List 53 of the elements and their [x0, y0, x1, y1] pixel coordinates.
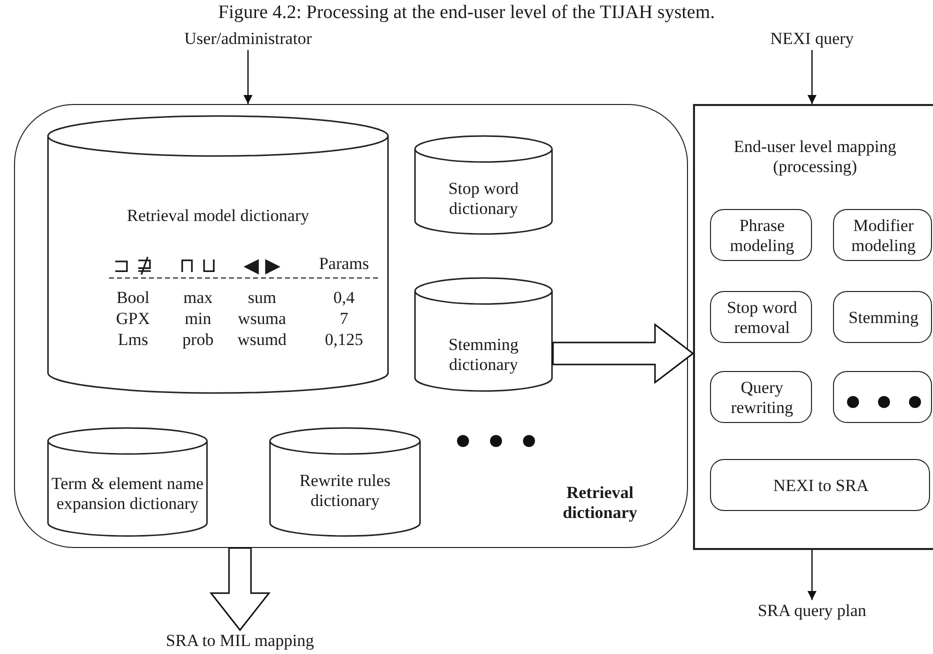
table-cell: wsumd [237, 331, 287, 348]
box-shape [833, 371, 932, 423]
table-cell: sum [248, 289, 276, 306]
column-header: Params [318, 255, 370, 272]
process-box [833, 291, 932, 343]
dictionary-cylinder [414, 278, 553, 391]
operator-symbols: ◀ ▶ [243, 255, 281, 275]
table-cell: 0,4 [333, 289, 355, 306]
text-label: SRA query plan [756, 600, 868, 622]
dictionary-cylinder [414, 136, 553, 234]
block-arrow [209, 547, 271, 632]
dictionary-cylinder [47, 428, 208, 536]
node-label: Stemming [848, 306, 920, 329]
table-cell: Lms [118, 331, 148, 348]
dictionary-cylinder [47, 116, 389, 393]
table-cell: GPX [116, 310, 150, 327]
node-label: Modifier modeling [850, 214, 917, 257]
table-cell: 0,125 [324, 331, 364, 348]
text-label: SRA to MIL mapping [164, 630, 316, 652]
group-box [14, 104, 688, 548]
node-label: End-user level mapping (processing) [732, 136, 898, 178]
process-panel [693, 104, 933, 550]
process-box [710, 459, 930, 511]
process-box [710, 209, 812, 261]
node-label: Retrieval model dictionary [126, 204, 310, 227]
table-cell: wsuma [238, 310, 286, 327]
text-label: User/administrator [183, 28, 313, 50]
table-cell: prob [182, 331, 214, 348]
table-cell: Bool [116, 289, 150, 306]
process-box [710, 371, 812, 423]
operator-symbols: ⊐ ⋣ [113, 255, 153, 275]
node-label: NEXI to SRA [772, 474, 870, 497]
node-label: Stemming dictionary [448, 334, 520, 376]
block-arrow [552, 322, 694, 384]
group-title: Retrieval dictionary [562, 482, 638, 524]
table-cell: max [183, 289, 213, 306]
node-label: Stop word dictionary [447, 178, 520, 220]
text-label: NEXI query [769, 28, 855, 50]
operator-symbols: ⊓ ⊔ [179, 255, 217, 275]
node-label: Stop word removal [726, 296, 798, 339]
node-label: Term & element name expansion dictionary [50, 472, 205, 515]
arrow [808, 50, 816, 104]
node-label: Rewrite rules dictionary [298, 470, 392, 512]
arrow [808, 550, 816, 600]
figure-title: Figure 4.2: Processing at the end-user level of the TIJAH system. [217, 2, 716, 24]
node-label: Phrase modeling [728, 214, 796, 257]
process-box [833, 209, 932, 261]
table-cell: 7 [340, 310, 348, 327]
node-label: Query rewriting [730, 376, 794, 419]
arrow [244, 50, 252, 104]
dictionary-cylinder [269, 428, 421, 536]
table-cell: min [184, 310, 212, 327]
process-box [710, 291, 812, 343]
